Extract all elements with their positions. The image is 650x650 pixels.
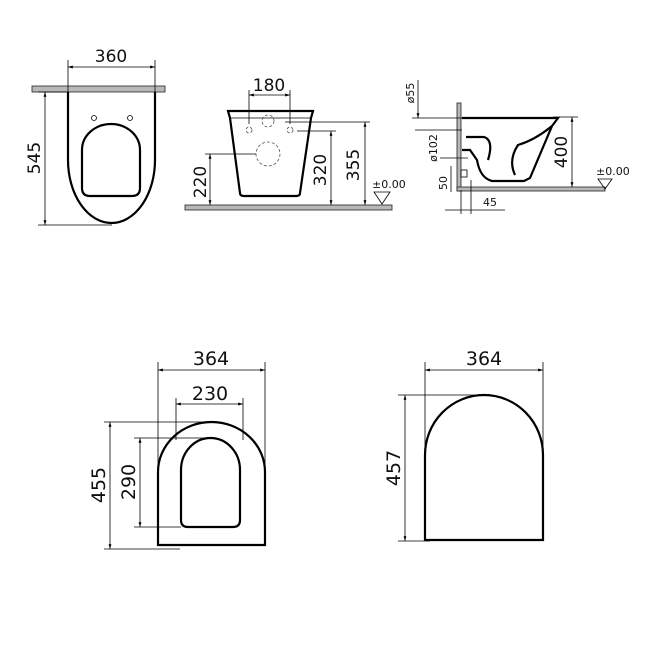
- wall-hatch: [31, 85, 166, 93]
- fixing-hole: [286, 126, 294, 134]
- seat-outline: [156, 420, 267, 547]
- wall-offset-label: 45: [483, 196, 497, 209]
- outlet-offset-label: 50: [437, 176, 450, 190]
- seat-view: 364 230 455 290: [88, 348, 267, 550]
- floor-level-label: ±0.00: [372, 178, 406, 191]
- top-height-label: 355: [344, 149, 364, 181]
- top-view: 360 545: [25, 47, 166, 226]
- bowl-outline: [66, 92, 157, 225]
- bowl-section: [462, 116, 561, 183]
- level-marker-icon: [373, 191, 391, 205]
- inlet-hole: [261, 114, 275, 128]
- inner-width-label: 230: [192, 383, 228, 405]
- level-marker-icon: [597, 178, 613, 190]
- outlet-hole: [255, 141, 281, 167]
- outer-depth-label: 455: [88, 467, 110, 503]
- fixing-hole: [127, 115, 133, 121]
- fixing-spacing-label: 180: [253, 76, 285, 96]
- floor-hatch: [184, 204, 393, 211]
- bowl-opening: [80, 122, 142, 198]
- outlet-height-label: 220: [191, 166, 211, 198]
- floor-hatch: [456, 186, 606, 192]
- lid-view: 364 457: [383, 348, 545, 542]
- fixing-hole: [245, 126, 253, 134]
- outlet-pipe: [460, 169, 468, 178]
- outlet-diameter-label: ø102: [427, 134, 440, 162]
- seat-opening: [179, 436, 242, 529]
- lid-width-label: 364: [466, 348, 502, 370]
- fixing-height-label: 320: [311, 154, 331, 186]
- floor-level-label: ±0.00: [596, 165, 630, 178]
- front-view: 180 220 320 355 ±0.00: [184, 76, 406, 211]
- wall-hatch: [456, 102, 462, 192]
- depth-label: 545: [25, 142, 45, 174]
- inlet-diameter-label: ø55: [404, 83, 417, 104]
- side-view: ø55 ø102 50 400 ±0.00 45: [404, 80, 630, 214]
- bowl-front-outline: [226, 109, 315, 198]
- height-label: 400: [552, 136, 572, 168]
- outer-width-label: 364: [193, 348, 229, 370]
- lid-depth-label: 457: [383, 450, 405, 486]
- width-label: 360: [95, 47, 127, 67]
- inner-depth-label: 290: [118, 464, 140, 500]
- fixing-hole: [91, 115, 97, 121]
- lid-outline: [423, 393, 545, 542]
